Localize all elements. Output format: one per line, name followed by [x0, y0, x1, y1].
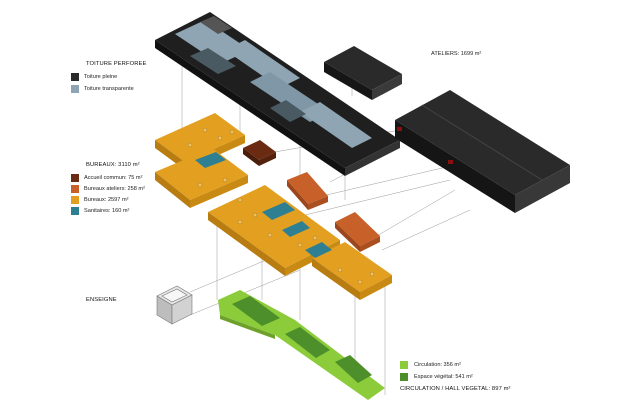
enseigne-cube — [156, 285, 193, 325]
circulation-legend-label: Circulation: 356 m² — [414, 362, 461, 368]
circulation-layer — [218, 290, 385, 400]
enseigne-label: ENSEIGNE — [86, 297, 117, 303]
bureaux-ateliers-boxes — [243, 140, 380, 252]
bureaux-swatch-accueil — [71, 174, 79, 182]
circulation-swatch — [400, 361, 408, 369]
bureaux-swatch-sanitaires — [71, 207, 79, 215]
roof-legend-title: TOITURE PERFOREE — [86, 61, 147, 67]
circulation-legend-title: CIRCULATION / HALL VEGETAL: 897 m² — [400, 386, 511, 392]
ateliers-label: ATELIERS: 1699 m² — [431, 51, 482, 57]
bureaux-swatch-bureaux — [71, 196, 79, 204]
roof-legend-full-label: Toiture pleine — [84, 74, 118, 80]
bureaux-swatch-ateliers — [71, 185, 79, 193]
bureaux-legend-title: BUREAUX: 3110 m² — [86, 162, 140, 168]
bureaux-layer — [155, 113, 392, 300]
espace-vegetal-legend-label: Espace végétal: 541 m² — [414, 374, 473, 380]
espace-vegetal-swatch — [400, 373, 408, 381]
bureaux-legend-bureaux-label: Bureaux: 2597 m² — [84, 197, 129, 203]
ateliers-small-block — [324, 46, 402, 100]
roof-swatch-transparent — [71, 85, 79, 93]
bureaux-legend-accueil-label: Accueil commun: 75 m² — [84, 175, 143, 181]
roof-legend-transparent-label: Toiture transparente — [84, 86, 134, 92]
roof-swatch-full — [71, 73, 79, 81]
bureaux-legend-sanitaires-label: Sanitaires: 160 m² — [84, 208, 130, 214]
bureaux-legend-ateliers-label: Bureaux ateliers: 258 m² — [84, 186, 145, 192]
roof-layer — [155, 12, 400, 176]
ateliers-large-block — [395, 90, 570, 213]
